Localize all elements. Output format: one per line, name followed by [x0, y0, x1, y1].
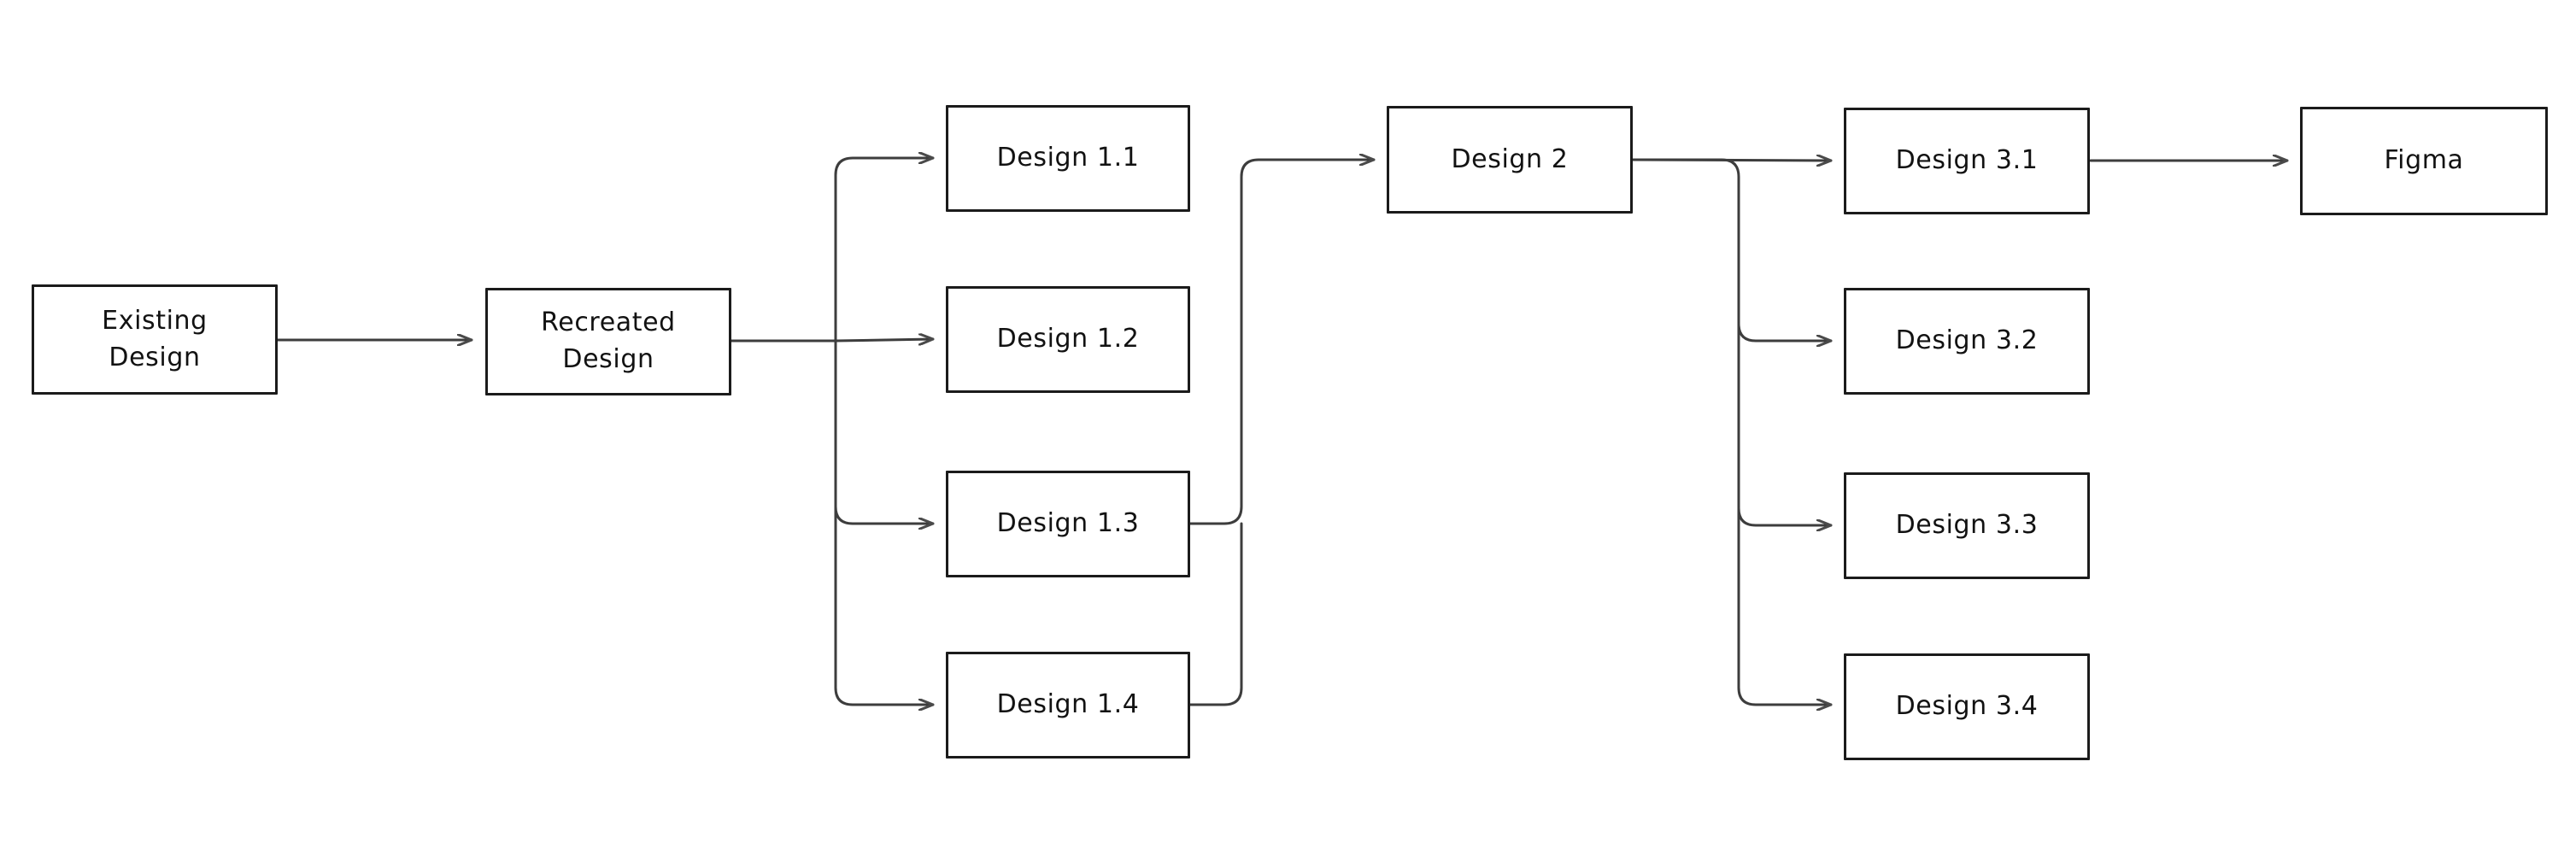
node-recreated-design[interactable]: Recreated Design — [485, 288, 731, 395]
edge-design-1-3-to-design-2 — [1188, 160, 1376, 525]
edge-recreated-to-design-1-4 — [834, 339, 935, 705]
node-label-design-2: Design 2 — [1451, 144, 1569, 174]
edge-design-2-trunk — [1631, 158, 1833, 705]
edge-recreated-to-design-1-1 — [834, 158, 935, 343]
edge-design-1-4-to-design-2 — [1188, 522, 1243, 706]
node-design-1-3[interactable]: Design 1.3 — [946, 471, 1190, 577]
node-label-existing-design: Existing Design — [102, 305, 208, 372]
node-label-design-3-4: Design 3.4 — [1895, 691, 2039, 722]
node-figma[interactable]: Figma — [2300, 107, 2548, 215]
node-label-design-1-4: Design 1.4 — [996, 689, 1140, 720]
node-label-design-3-1: Design 3.1 — [1895, 145, 2039, 176]
edge-design-2-to-design-3-2 — [1737, 322, 1833, 341]
edge-recreated-to-design-1-2 — [834, 339, 935, 341]
node-label-design-1-1: Design 1.1 — [996, 143, 1140, 173]
node-existing-design[interactable]: Existing Design — [32, 284, 278, 395]
edge-design-2-to-design-3-1 — [1631, 160, 1833, 161]
edge-design-2-to-design-3-3 — [1737, 507, 1833, 525]
edge-recreated-to-design-1-3 — [834, 339, 935, 524]
node-design-3-2[interactable]: Design 3.2 — [1844, 288, 2090, 395]
node-label-design-3-2: Design 3.2 — [1895, 325, 2039, 356]
node-design-1-1[interactable]: Design 1.1 — [946, 105, 1190, 212]
node-label-design-1-2: Design 1.2 — [996, 324, 1140, 354]
node-design-3-4[interactable]: Design 3.4 — [1844, 653, 2090, 760]
node-design-2[interactable]: Design 2 — [1387, 106, 1633, 214]
node-label-design-1-3: Design 1.3 — [996, 508, 1140, 539]
node-label-figma: Figma — [2384, 145, 2464, 176]
node-design-1-4[interactable]: Design 1.4 — [946, 652, 1190, 758]
node-design-1-2[interactable]: Design 1.2 — [946, 286, 1190, 393]
node-label-recreated-design: Recreated Design — [541, 308, 676, 374]
node-design-3-3[interactable]: Design 3.3 — [1844, 472, 2090, 579]
node-label-design-3-3: Design 3.3 — [1895, 510, 2039, 541]
node-design-3-1[interactable]: Design 3.1 — [1844, 108, 2090, 214]
